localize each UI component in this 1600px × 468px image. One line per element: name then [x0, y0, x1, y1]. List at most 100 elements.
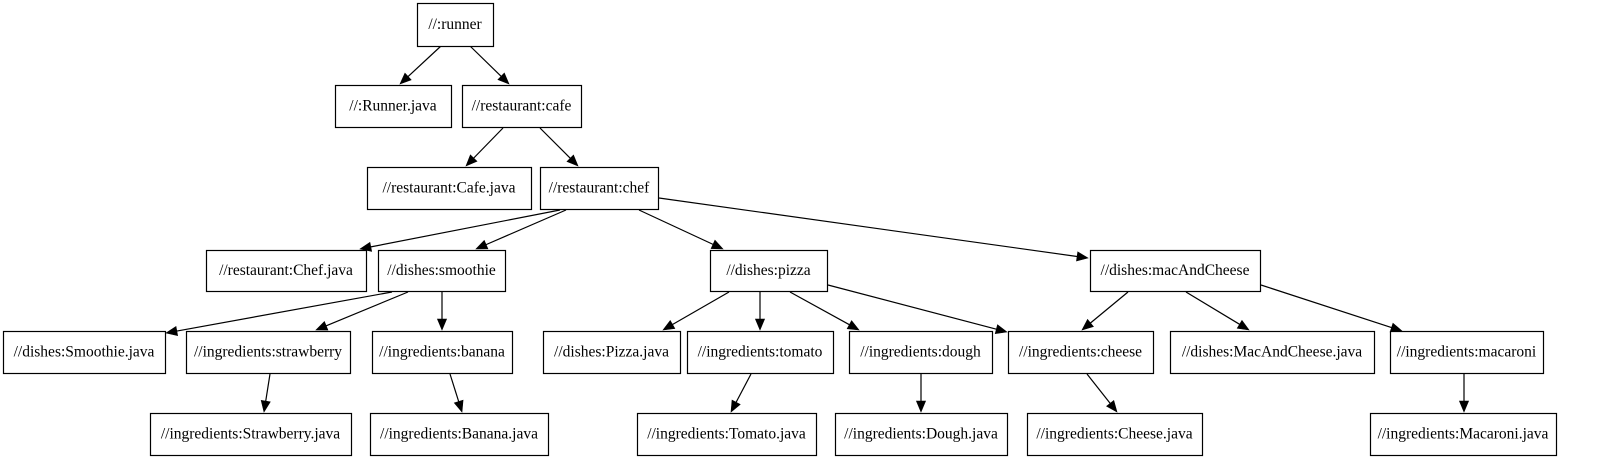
graph-node-ing_banana[interactable]: //ingredients:banana [371, 330, 514, 375]
edge-line [658, 197, 1078, 258]
node-box[interactable] [686, 330, 835, 375]
graph-node-restaurant_cafe_java[interactable]: //restaurant:Cafe.java [366, 166, 533, 211]
edges-layer [165, 45, 1470, 413]
node-box[interactable] [371, 330, 514, 375]
node-label: //ingredients:dough [860, 344, 981, 361]
node-box[interactable] [461, 84, 583, 129]
edge-restaurant_chef-to-dishes_macandcheese [658, 197, 1089, 262]
graph-node-runner[interactable]: //:runner [416, 2, 495, 48]
edge-dishes_macandcheese-to-ing_cheese [1081, 291, 1129, 331]
node-box[interactable] [539, 166, 660, 211]
node-box[interactable] [1169, 330, 1376, 375]
node-box[interactable] [848, 330, 994, 375]
edge-line [449, 373, 460, 402]
edge-ing_strawberry-to-ing_strawberry_java [260, 373, 271, 413]
edge-dishes_pizza-to-ing_cheese [827, 284, 1008, 335]
edge-line [1260, 284, 1392, 329]
edge-line [325, 291, 409, 327]
graph-node-restaurant_chef[interactable]: //restaurant:chef [539, 166, 660, 211]
node-label: //dishes:Pizza.java [554, 344, 669, 361]
node-label: //ingredients:macaroni [1397, 344, 1537, 361]
node-box[interactable] [1007, 330, 1155, 375]
graph-node-dishes_smoothie_java[interactable]: //dishes:Smoothie.java [2, 330, 167, 375]
graph-node-restaurant_chef_java[interactable]: //restaurant:Chef.java [205, 249, 368, 293]
edge-dishes_smoothie-to-ing_banana [436, 292, 448, 331]
node-box[interactable] [377, 249, 507, 293]
edge-line [1185, 291, 1240, 325]
graph-node-ing_macaroni_java[interactable]: //ingredients:Macaroni.java [1369, 412, 1558, 457]
node-box[interactable] [834, 412, 1009, 457]
graph-node-ing_tomato_java[interactable]: //ingredients:Tomato.java [636, 412, 818, 457]
graph-node-ing_dough_java[interactable]: //ingredients:Dough.java [834, 412, 1009, 457]
graph-node-ing_macaroni[interactable]: //ingredients:macaroni [1389, 330, 1545, 375]
graph-node-runner_java[interactable]: //:Runner.java [334, 84, 453, 129]
graph-node-ing_strawberry[interactable]: //ingredients:strawberry [185, 330, 352, 375]
node-box[interactable] [1369, 412, 1558, 457]
node-box[interactable] [636, 412, 818, 457]
graph-node-dishes_macandcheese[interactable]: //dishes:macAndCheese [1089, 249, 1262, 293]
node-box[interactable] [1089, 249, 1262, 293]
node-label: //ingredients:tomato [698, 344, 823, 361]
graph-node-dishes_smoothie[interactable]: //dishes:smoothie [377, 249, 507, 293]
graph-node-dishes_mac_java[interactable]: //dishes:MacAndCheese.java [1169, 330, 1376, 375]
arrowhead-icon [915, 400, 927, 413]
graph-node-ing_cheese[interactable]: //ingredients:cheese [1007, 330, 1155, 375]
node-label: //ingredients:cheese [1019, 344, 1142, 361]
graph-node-dishes_pizza[interactable]: //dishes:pizza [709, 249, 829, 293]
graph-node-ing_tomato[interactable]: //ingredients:tomato [686, 330, 835, 375]
edge-line [265, 373, 271, 402]
nodes-layer: //:runner //:Runner.java//restaurant:cafe… [2, 2, 1558, 457]
arrowhead-icon [566, 154, 579, 167]
arrowhead-icon [1458, 400, 1470, 413]
edge-line [1090, 291, 1129, 324]
arrowhead-icon [475, 239, 489, 250]
graph-node-ing_strawberry_java[interactable]: //ingredients:Strawberry.java [149, 412, 353, 457]
node-box[interactable] [416, 2, 495, 48]
edge-line [638, 209, 714, 245]
node-label: //ingredients:Dough.java [844, 426, 998, 443]
graph-node-dishes_pizza_java[interactable]: //dishes:Pizza.java [542, 330, 682, 375]
edge-restaurant_chef-to-restaurant_chef_java [359, 209, 561, 252]
node-box[interactable] [2, 330, 167, 375]
edge-line [469, 45, 502, 77]
arrowhead-icon [260, 400, 271, 413]
node-label: //ingredients:Strawberry.java [161, 426, 340, 443]
edge-ing_dough-to-ing_dough_java [915, 374, 927, 413]
node-label: //ingredients:banana [379, 344, 505, 361]
node-box[interactable] [149, 412, 353, 457]
node-box[interactable] [366, 166, 533, 211]
edge-dishes_pizza-to-dishes_pizza_java [662, 291, 730, 331]
graph-node-ing_dough[interactable]: //ingredients:dough [848, 330, 994, 375]
graph-node-ing_cheese_java[interactable]: //ingredients:Cheese.java [1026, 412, 1204, 457]
node-label: //ingredients:Macaroni.java [1378, 426, 1549, 443]
node-label: //:runner [428, 16, 482, 33]
arrowhead-icon [1076, 251, 1089, 262]
node-box[interactable] [1389, 330, 1545, 375]
edge-runner-to-restaurant_cafe [469, 45, 510, 85]
edge-ing_cheese-to-ing_cheese_java [1086, 373, 1118, 413]
graph-node-ing_banana_java[interactable]: //ingredients:Banana.java [369, 412, 550, 457]
edge-line [827, 284, 997, 330]
arrowhead-icon [1081, 318, 1094, 331]
edge-line [735, 373, 752, 403]
arrowhead-icon [1106, 400, 1118, 413]
node-box[interactable] [334, 84, 453, 129]
node-label: //restaurant:Cafe.java [383, 180, 516, 197]
node-box[interactable] [542, 330, 682, 375]
edge-restaurant_cafe-to-restaurant_chef [539, 127, 579, 167]
node-box[interactable] [709, 249, 829, 293]
edge-line [473, 127, 504, 159]
arrowhead-icon [754, 318, 766, 331]
arrowhead-icon [1236, 319, 1250, 331]
graph-node-restaurant_cafe[interactable]: //restaurant:cafe [461, 84, 583, 129]
arrowhead-icon [453, 399, 464, 413]
node-box[interactable] [1026, 412, 1204, 457]
node-box[interactable] [369, 412, 550, 457]
node-box[interactable] [205, 249, 368, 293]
arrowhead-icon [165, 326, 179, 336]
arrowhead-icon [465, 154, 478, 167]
node-box[interactable] [185, 330, 352, 375]
edge-ing_banana-to-ing_banana_java [449, 373, 464, 413]
edge-line [485, 209, 567, 246]
edge-ing_tomato-to-ing_tomato_java [730, 373, 752, 413]
